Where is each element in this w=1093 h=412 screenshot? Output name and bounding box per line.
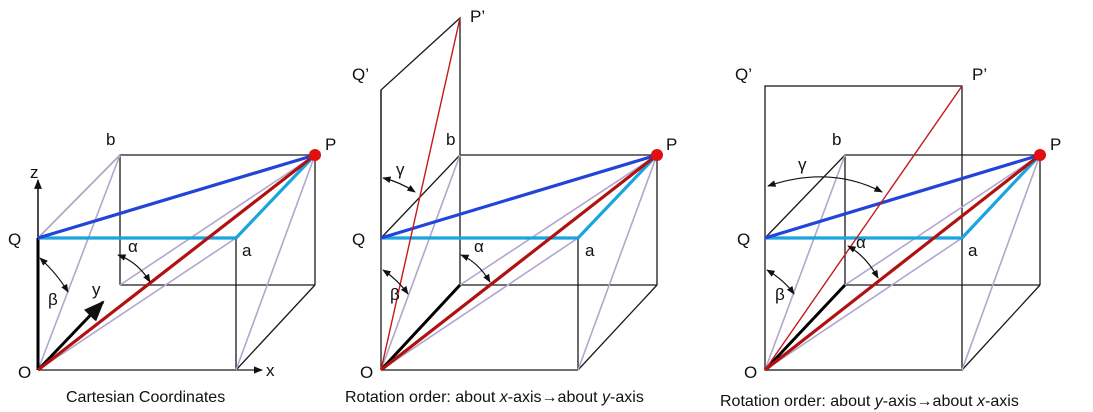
O-Pprime-vector bbox=[380, 17, 461, 371]
gamma-arc bbox=[382, 176, 416, 193]
cube-edge-Q-b bbox=[764, 154, 846, 239]
cube-back-edges bbox=[844, 154, 1041, 285]
face-diagonal bbox=[119, 154, 316, 286]
label-a: a bbox=[242, 241, 252, 260]
alpha-arc bbox=[847, 245, 879, 279]
face-diagonal bbox=[37, 154, 121, 371]
label-beta: β bbox=[48, 290, 58, 309]
face-diagonal bbox=[37, 237, 237, 371]
rotated-plane bbox=[764, 85, 963, 371]
beta-arc bbox=[382, 269, 409, 295]
alpha-arc bbox=[460, 254, 491, 283]
face-diagonal bbox=[380, 154, 461, 371]
label-z: z bbox=[30, 163, 39, 182]
label-b: b bbox=[106, 130, 115, 149]
a-P-line bbox=[576, 153, 659, 240]
face-diagonal bbox=[844, 154, 1041, 286]
axis-y bbox=[763, 283, 847, 372]
O-P-vector bbox=[37, 153, 316, 372]
label-P: P bbox=[325, 135, 336, 154]
gamma-arc bbox=[767, 176, 883, 193]
label-O: O bbox=[744, 363, 757, 382]
panel-rotation-x-then-y: P’ Q’ P b Q a O γ α β Rotation order: ab… bbox=[345, 7, 677, 406]
label-alpha: α bbox=[856, 233, 866, 252]
caption-rotation-x-then-y: Rotation order: about x-axis→about y-axi… bbox=[345, 389, 644, 406]
label-alpha: α bbox=[474, 237, 484, 256]
Q-P-line bbox=[764, 153, 1041, 240]
label-gamma: γ bbox=[798, 155, 807, 174]
label-b: b bbox=[832, 130, 841, 149]
label-P-prime: P’ bbox=[470, 7, 485, 26]
label-Q: Q bbox=[737, 230, 750, 249]
label-Q: Q bbox=[352, 230, 365, 249]
cube-back-edges bbox=[119, 154, 316, 285]
face-diagonal bbox=[235, 154, 316, 371]
label-P-prime: P’ bbox=[972, 65, 987, 84]
Q-P-line bbox=[37, 153, 316, 240]
beta-arc bbox=[39, 257, 69, 293]
label-beta: β bbox=[775, 285, 785, 304]
cube-edge-bottom-right bbox=[235, 284, 316, 371]
label-Q-prime: Q’ bbox=[352, 65, 369, 84]
label-gamma: γ bbox=[396, 160, 405, 179]
a-P-line bbox=[234, 153, 317, 240]
face-diagonal bbox=[961, 154, 1041, 371]
label-x: x bbox=[266, 361, 275, 380]
rotated-plane bbox=[380, 16, 461, 240]
label-a: a bbox=[968, 241, 978, 260]
point-P bbox=[309, 149, 321, 161]
label-P: P bbox=[666, 135, 677, 154]
axis-y bbox=[379, 283, 462, 372]
face-diagonal bbox=[577, 154, 658, 371]
point-P bbox=[651, 149, 663, 161]
Q-P-line bbox=[380, 153, 658, 240]
panel-rotation-y-then-x: Q’ P’ P b Q a O γ α β Rotation order: ab… bbox=[720, 65, 1061, 410]
label-O: O bbox=[360, 363, 373, 382]
cube-back-edges bbox=[459, 154, 658, 285]
face-diagonal bbox=[764, 237, 963, 371]
O-P-vector bbox=[764, 153, 1041, 372]
caption-rotation-y-then-x: Rotation order: about y-axis→about x-axi… bbox=[720, 393, 1019, 410]
label-Q-prime: Q’ bbox=[735, 65, 752, 84]
label-beta: β bbox=[390, 285, 400, 304]
label-a: a bbox=[585, 241, 595, 260]
label-Q: Q bbox=[8, 230, 21, 249]
label-alpha: α bbox=[128, 237, 138, 256]
alpha-arc bbox=[117, 254, 151, 283]
panel-cartesian: P b Q a O α β x y z Cartesian Coordinate… bbox=[8, 130, 336, 406]
label-P: P bbox=[1050, 135, 1061, 154]
a-P-line bbox=[960, 153, 1042, 240]
O-Pprime-vector bbox=[764, 85, 963, 371]
face-diagonal bbox=[459, 154, 658, 286]
label-b: b bbox=[446, 130, 455, 149]
point-P bbox=[1034, 149, 1046, 161]
cube-edge-bottom-right bbox=[577, 284, 658, 371]
face-diagonal bbox=[380, 237, 579, 371]
label-y: y bbox=[92, 280, 101, 299]
label-O: O bbox=[18, 363, 31, 382]
cube-edge-bottom-right bbox=[961, 284, 1041, 371]
caption-cartesian: Cartesian Coordinates bbox=[66, 389, 225, 406]
O-P-vector bbox=[380, 153, 658, 372]
beta-arc bbox=[766, 269, 795, 295]
face-diagonal bbox=[37, 154, 121, 239]
y-axis bbox=[36, 300, 105, 372]
